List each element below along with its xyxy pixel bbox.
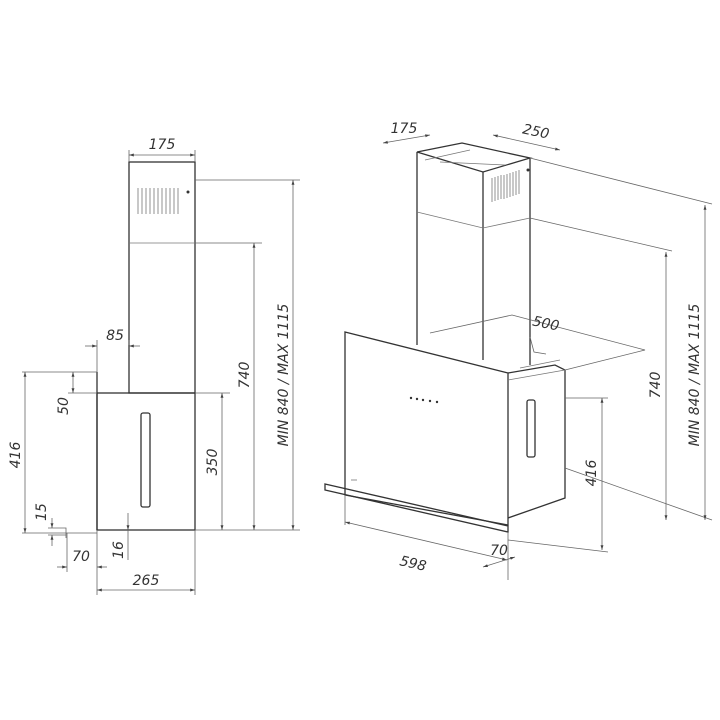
iso-view: 175 250 500 740 MIN 840 / MAX 1115 416 5… <box>324 121 713 580</box>
iso-dim-front-depth: 70 <box>490 543 508 559</box>
iso-dim-glass-height: 416 <box>584 460 600 487</box>
dim-offset-top: 85 <box>106 328 124 344</box>
iso-glass-panel <box>344 331 509 526</box>
dim-glass-height: 416 <box>8 442 24 469</box>
dim-depth: 265 <box>133 573 160 589</box>
dim-front-depth: 70 <box>72 549 90 565</box>
dim-chimney-height: 740 <box>237 362 253 389</box>
dim-glass-offset: 50 <box>56 397 72 415</box>
dim-total-height: MIN 840 / MAX 1115 <box>276 304 292 447</box>
iso-side-box <box>507 364 566 519</box>
dim-bottom-offset: 15 <box>34 503 50 521</box>
iso-dim-chimney-height: 740 <box>648 372 664 399</box>
iso-dim-body-depth: 500 <box>531 313 561 334</box>
dim-panel-thickness: 16 <box>111 541 127 559</box>
iso-dim-chimney-depth: 175 <box>391 121 418 137</box>
side-light-slot <box>140 412 151 508</box>
iso-dim-chimney-width: 250 <box>521 121 551 142</box>
control-buttons-icon <box>409 396 439 404</box>
iso-light-slot <box>526 399 536 458</box>
dim-chimney-width: 175 <box>149 137 176 153</box>
vent-grille-icon <box>137 188 190 214</box>
iso-chimney-top <box>416 142 533 173</box>
iso-dim-total-height: MIN 840 / MAX 1115 <box>687 304 703 447</box>
vent-grille-icon <box>491 168 530 202</box>
iso-dim-width: 598 <box>398 553 428 575</box>
side-view: 175 85 350 740 MIN 840 / MAX 1115 50 416… <box>8 137 300 595</box>
iso-chimney-edges <box>416 152 531 365</box>
dim-body-height: 350 <box>205 449 221 476</box>
